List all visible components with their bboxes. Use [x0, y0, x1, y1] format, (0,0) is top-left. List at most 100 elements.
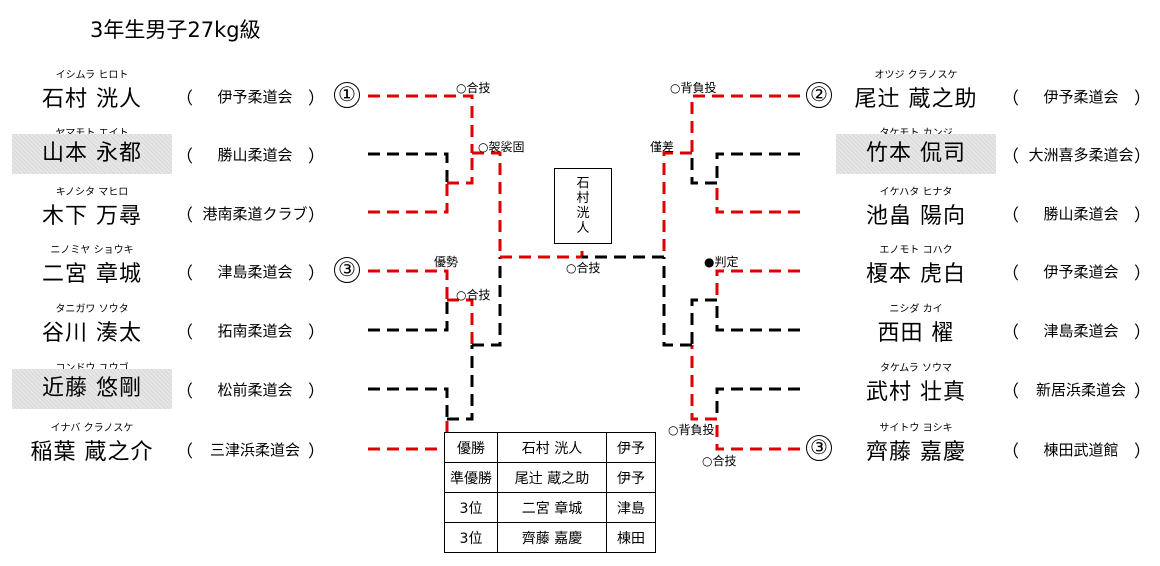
paren-close: ） [308, 147, 325, 167]
results-rank: 3位 [444, 492, 498, 523]
match-note: ○合技 [566, 261, 601, 275]
bracket-line [690, 298, 717, 345]
paren-close: ） [1134, 147, 1151, 167]
results-row: 優勝石村 洸人伊予 [444, 432, 656, 463]
competitor-kana: ヤマモト エイト [0, 124, 192, 139]
page-title: 3年生男子27kg級 [90, 18, 261, 42]
results-name: 尾辻 蔵之助 [497, 462, 607, 493]
bracket-line [690, 153, 717, 185]
bracket-line [368, 183, 449, 214]
competitor-kana: イシムラ ヒロト [55, 70, 129, 81]
results-rank: 準優勝 [444, 462, 498, 493]
match-note: ●判定 [704, 255, 739, 269]
paren-close: ） [308, 206, 325, 226]
competitor-name: 西田 櫂 [877, 321, 955, 346]
competitor-club: 伊予柔道会 [1043, 263, 1119, 281]
bracket-line [472, 151, 502, 257]
bracket-line [690, 345, 717, 421]
competitor-kana: ニノミヤ ショウキ [50, 245, 134, 256]
bracket-line [368, 419, 449, 451]
match-note: ○合技 [456, 288, 491, 302]
bracket-line [715, 183, 800, 214]
competitor-club: 津島柔道会 [217, 263, 293, 281]
bracket-line [368, 300, 449, 332]
paren-open: （ [176, 382, 193, 402]
competitor-name: 榎本 虎白 [866, 262, 966, 287]
competitor-club: 伊予柔道会 [1043, 88, 1119, 106]
seed-mark: ③ [334, 257, 360, 283]
match-note: ○合技 [702, 454, 737, 468]
bracket-line [447, 345, 474, 421]
paren-open: （ [176, 323, 193, 343]
competitor-kana: サイトウ ヨシキ [879, 423, 953, 434]
competitor-name: 尾辻 蔵之助 [854, 87, 978, 112]
competitor-club: 大洲喜多柔道会 [1028, 146, 1134, 164]
seed-mark: ② [806, 82, 832, 108]
bracket-line [715, 387, 800, 419]
bracket-line [500, 242, 584, 259]
paren-close: ） [308, 323, 325, 343]
match-note: ○袈裟固 [478, 140, 525, 154]
match-note: ○背負投 [670, 81, 717, 95]
paren-close: ） [1134, 323, 1151, 343]
bracket-line [368, 387, 449, 419]
paren-close: ） [1134, 264, 1151, 284]
competitor-club: 伊予柔道会 [217, 88, 293, 106]
competitor-kana: エノモト コハク [879, 245, 953, 256]
match-note: 僅差 [650, 140, 675, 154]
competitor-club: 新居浜柔道会 [1035, 381, 1126, 399]
competitor-name: 池畠 陽向 [866, 204, 966, 229]
competitor-club: 三津浜柔道会 [209, 441, 300, 459]
paren-close: ） [308, 264, 325, 284]
results-club: 津島 [606, 492, 656, 523]
bracket-line [715, 300, 800, 332]
bracket-line [447, 298, 474, 345]
competitor-club: 拓南柔道会 [217, 322, 293, 340]
competitor-kana: タケムラ ソウマ [880, 363, 952, 374]
paren-open: （ [1002, 264, 1019, 284]
paren-close: ） [1134, 206, 1151, 226]
bracket-line [447, 153, 474, 185]
match-note: ○背負投 [668, 423, 715, 437]
bracket-line [368, 152, 449, 183]
paren-close: ） [1134, 382, 1151, 402]
results-name: 石村 洸人 [497, 432, 607, 463]
results-name: 二宮 章城 [497, 492, 607, 523]
results-name: 齊藤 嘉慶 [497, 522, 607, 553]
paren-open: （ [176, 89, 193, 109]
paren-open: （ [1002, 323, 1019, 343]
paren-open: （ [1002, 147, 1019, 167]
bracket-line [368, 94, 474, 153]
results-row: 3位齊藤 嘉慶棟田 [444, 522, 656, 553]
bracket-line [662, 257, 692, 347]
competitor-name: 齊藤 嘉慶 [866, 440, 966, 465]
match-note: 優勢 [434, 255, 459, 269]
competitor-name: 石村 洸人 [42, 87, 142, 112]
competitor-name: 木下 万尋 [42, 204, 142, 229]
competitor-name: 武村 壮真 [866, 380, 966, 405]
champion-char: 人 [576, 221, 590, 236]
paren-close: ） [308, 89, 325, 109]
competitor-name: 竹本 侃司 [836, 134, 996, 174]
paren-open: （ [176, 206, 193, 226]
paren-open: （ [1002, 442, 1019, 462]
bracket-line [715, 152, 800, 183]
results-row: 3位二宮 章城津島 [444, 492, 656, 523]
match-note: ○合技 [456, 81, 491, 95]
seed-mark: ① [334, 82, 360, 108]
competitor-kana: コンドウ ユウゴ [0, 359, 192, 374]
paren-open: （ [1002, 89, 1019, 109]
seed-mark: ③ [806, 435, 832, 461]
competitor-club: 勝山柔道会 [1043, 205, 1119, 223]
results-club: 棟田 [606, 522, 656, 553]
paren-close: ） [1134, 442, 1151, 462]
paren-open: （ [176, 264, 193, 284]
champion-char: 村 [576, 191, 590, 206]
competitor-kana: キノシタ マヒロ [55, 187, 129, 198]
competitor-name: 山本 永都 [12, 134, 172, 174]
bracket-line [690, 94, 800, 153]
champion-box: 石 村 洸 人 [554, 168, 612, 244]
competitor-kana: イナバ クラノスケ [50, 423, 134, 434]
